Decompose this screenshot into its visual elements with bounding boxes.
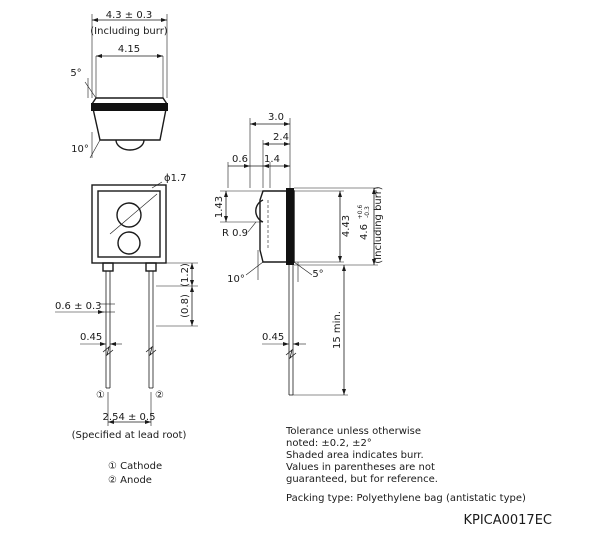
note-parentheses-1: Values in parentheses are not <box>286 462 435 473</box>
top-angle-5: 5° <box>70 68 81 79</box>
pitch-note: (Specified at lead root) <box>72 430 187 441</box>
side-burr-note: (Including burr) <box>373 186 384 264</box>
legend-cathode: ① Cathode <box>108 461 162 472</box>
top-angle-10: 10° <box>71 144 89 155</box>
front-dim-1-2: (1.2) <box>180 263 191 287</box>
top-view: 4.3 ± 0.3 (Including burr) 4.15 5° 10° <box>70 10 168 159</box>
side-lead-length: 15 min. <box>332 311 343 349</box>
note-tolerance-1: Tolerance unless otherwise <box>285 426 421 437</box>
lens-diameter-label: ϕ1.7 <box>164 173 187 184</box>
top-width-burr-label: 4.3 ± 0.3 <box>106 10 153 21</box>
pin2-mark: ② <box>155 390 164 401</box>
pitch-label: 2.54 ± 0.5 <box>103 412 156 423</box>
top-burr-note: (Including burr) <box>90 26 168 37</box>
pin-legend: ① Cathode ② Anode <box>108 461 162 486</box>
note-shaded: Shaded area indicates burr. <box>286 450 424 461</box>
side-dim-1-43: 1.43 <box>214 196 225 218</box>
side-burr-band <box>286 188 294 265</box>
side-view: 3.0 2.4 0.6 1.4 1.43 R 0.9 <box>214 112 384 396</box>
side-dim-0-6: 0.6 <box>232 154 248 165</box>
side-dim-2-4: 2.4 <box>273 132 289 143</box>
front-lead-width: 0.45 <box>80 332 102 343</box>
lead-root-dim: 0.6 ± 0.3 <box>55 301 102 312</box>
side-angle-5: 5° <box>312 269 323 280</box>
notes: Tolerance unless otherwise noted: ±0.2, … <box>285 426 526 504</box>
side-dim-1-4: 1.4 <box>264 154 280 165</box>
note-tolerance-2: noted: ±0.2, ±2° <box>286 438 372 449</box>
side-angle-10: 10° <box>227 274 245 285</box>
note-packing: Packing type: Polyethylene bag (antistat… <box>286 493 526 504</box>
side-lead-width: 0.45 <box>262 332 284 343</box>
pin1-mark: ① <box>96 390 105 401</box>
side-radius: R 0.9 <box>222 228 248 239</box>
side-dim-4-43: 4.43 <box>341 215 352 237</box>
front-view: ϕ1.7 0.6 ± 0.3 0.45 <box>55 173 198 441</box>
side-dim-4-6: 4.6 <box>359 224 370 240</box>
side-dim-4-6-minus: -0.3 <box>364 206 371 218</box>
side-dim-3-0: 3.0 <box>268 112 284 123</box>
drawing-code: KPICA0017EC <box>463 513 552 528</box>
legend-anode: ② Anode <box>108 475 152 486</box>
top-burr-band <box>91 103 168 111</box>
front-dim-0-8: (0.8) <box>180 294 191 318</box>
note-parentheses-2: guaranteed, but for reference. <box>286 474 438 485</box>
top-width-label: 4.15 <box>118 44 140 55</box>
side-dim-4-6-plus: +0.6 <box>357 205 364 220</box>
